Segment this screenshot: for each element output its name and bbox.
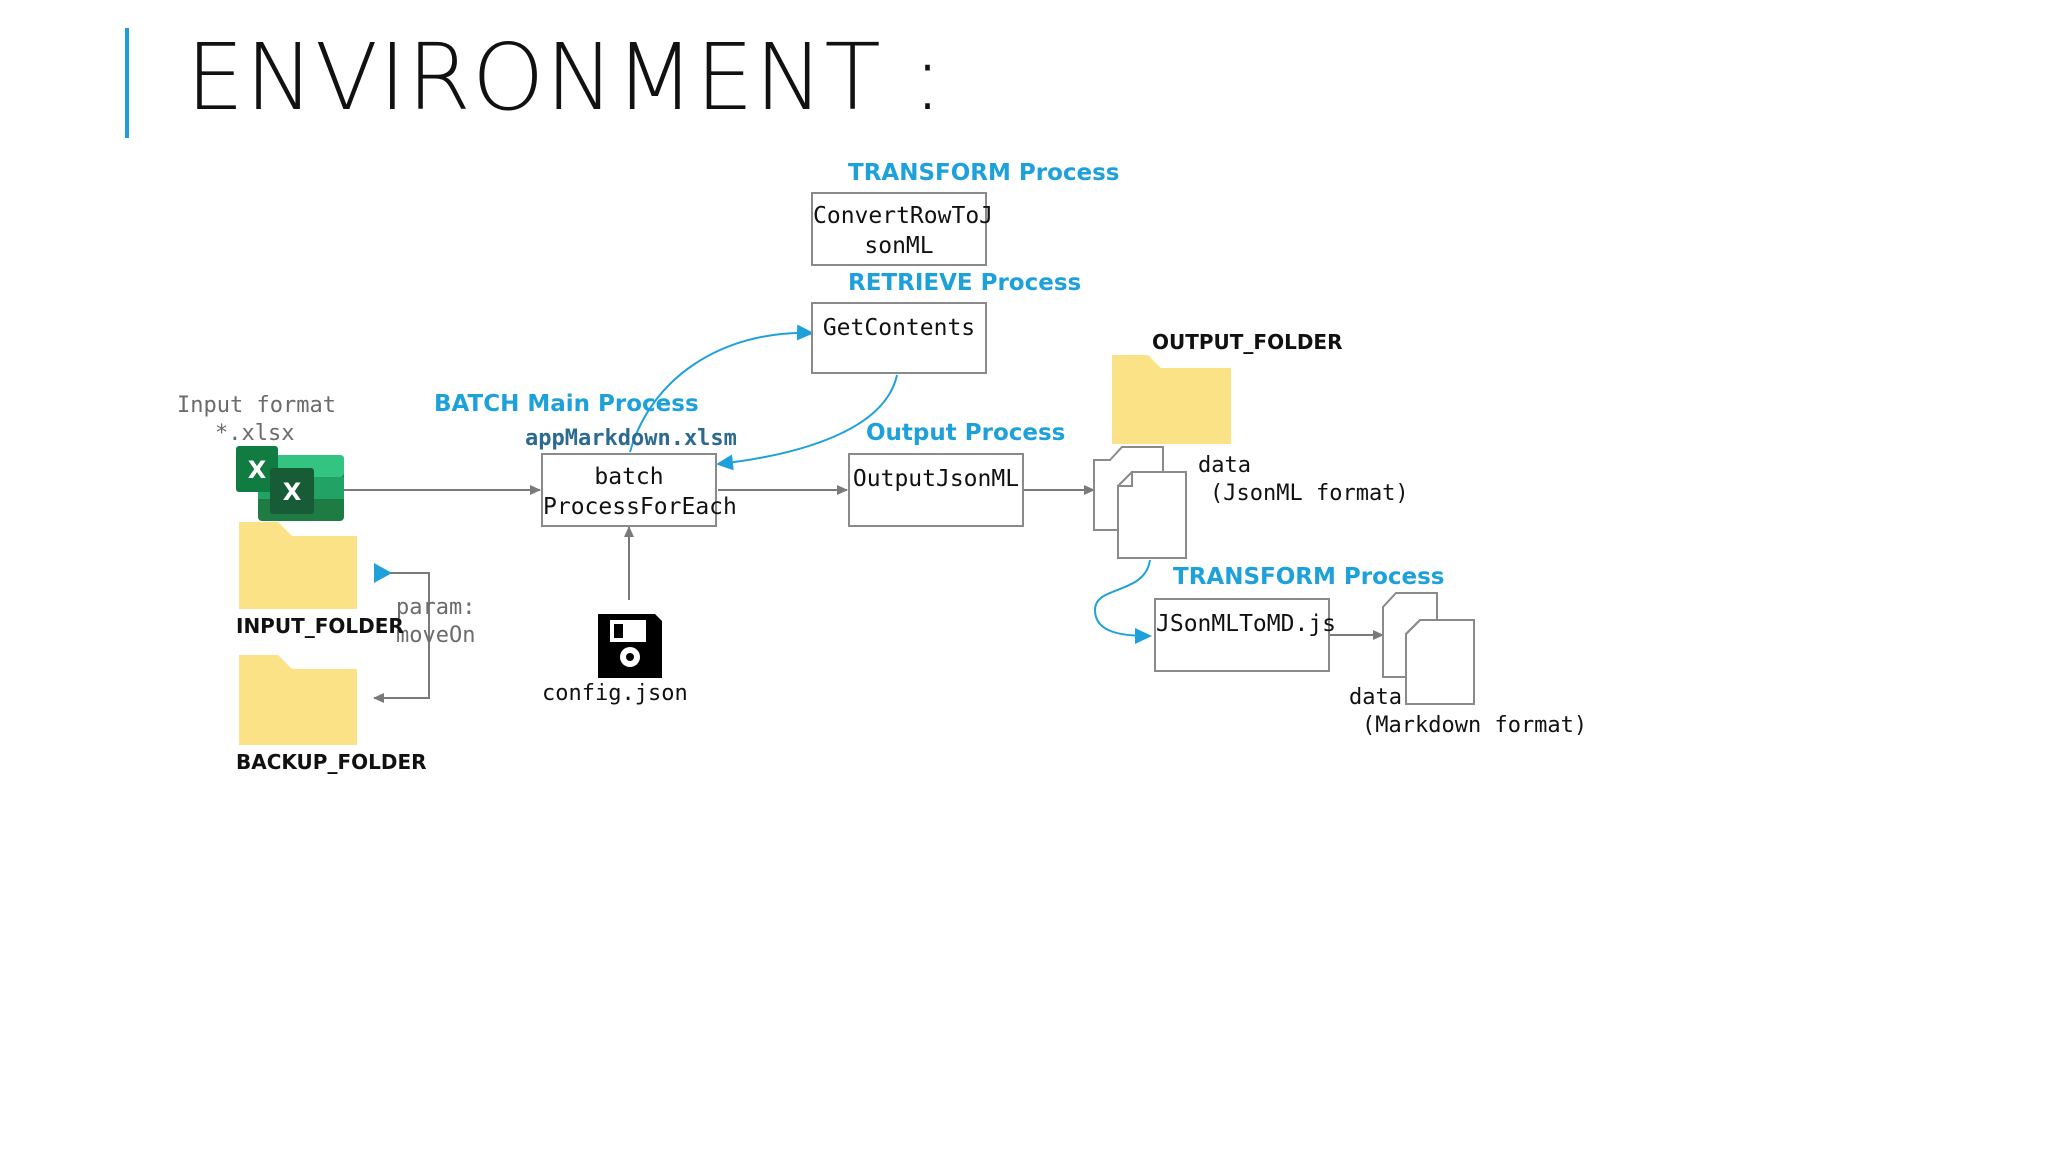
batch-box-line2: ProcessForEach (543, 493, 737, 520)
floppy-disk-icon (598, 614, 662, 678)
batch-box-line1: batch (594, 464, 664, 490)
input-folder-label: INPUT_FOLDER (236, 614, 404, 638)
input-format-line2: *.xlsx (215, 421, 295, 446)
backup-folder-label: BACKUP_FOLDER (236, 750, 427, 774)
output-folder-label: OUTPUT_FOLDER (1152, 330, 1343, 354)
batch-process-box: batch ProcessForEach (541, 453, 737, 527)
data-md-line2: (Markdown format) (1362, 713, 1588, 738)
get-contents-box: GetContents (811, 302, 987, 374)
backup-folder-icon (239, 655, 357, 745)
output-jsonml-label: OutputJsonML (852, 466, 1020, 492)
retrieve-process-label: RETRIEVE Process (848, 270, 1082, 296)
slide-title: ENVIRONMENT : (186, 24, 944, 131)
output-folder-icon (1112, 355, 1231, 444)
jsonml-to-md-label: JSonMLToMD.js (1156, 611, 1337, 637)
convert-box-line2: sonML (864, 232, 934, 259)
svg-text:X: X (283, 478, 302, 506)
svg-text:X: X (248, 456, 267, 484)
param-line1: param: (396, 595, 476, 620)
arrow-batch-to-getcontents (629, 324, 814, 453)
convert-box-line1: ConvertRowToJ (813, 203, 994, 229)
arrow-data-to-jsonmltomd (1093, 559, 1152, 644)
data-md-line1: data (1349, 685, 1402, 710)
output-process-label: Output Process (866, 420, 1066, 446)
output-jsonml-box: OutputJsonML (848, 453, 1024, 527)
arrow-input-to-backup (373, 572, 430, 703)
batch-main-process-label: BATCH Main Process (434, 391, 699, 417)
input-format-line1: Input format (177, 393, 336, 418)
document-icon-markdown (1382, 592, 1475, 705)
excel-icon: X X (236, 446, 344, 521)
param-line2: moveOn (396, 623, 476, 648)
data-jsonml-line1: data (1198, 453, 1251, 478)
app-file-label: appMarkdown.xlsm (525, 426, 737, 451)
transform-process-label-top: TRANSFORM Process (848, 160, 1120, 186)
document-icon-jsonml (1093, 446, 1187, 559)
arrow-getcontents-to-batch (716, 374, 898, 471)
get-contents-label: GetContents (822, 315, 976, 341)
data-jsonml-line2: (JsonML format) (1210, 481, 1409, 506)
param-arrowhead (374, 563, 392, 583)
input-folder-icon (239, 522, 357, 609)
convert-row-to-jsonml-box: ConvertRowToJ sonML (811, 192, 994, 266)
config-file-label: config.json (542, 681, 688, 706)
jsonml-to-md-box: JSonMLToMD.js (1154, 598, 1337, 672)
title-accent-bar (125, 28, 129, 138)
transform-process-label-bottom: TRANSFORM Process (1173, 564, 1445, 590)
